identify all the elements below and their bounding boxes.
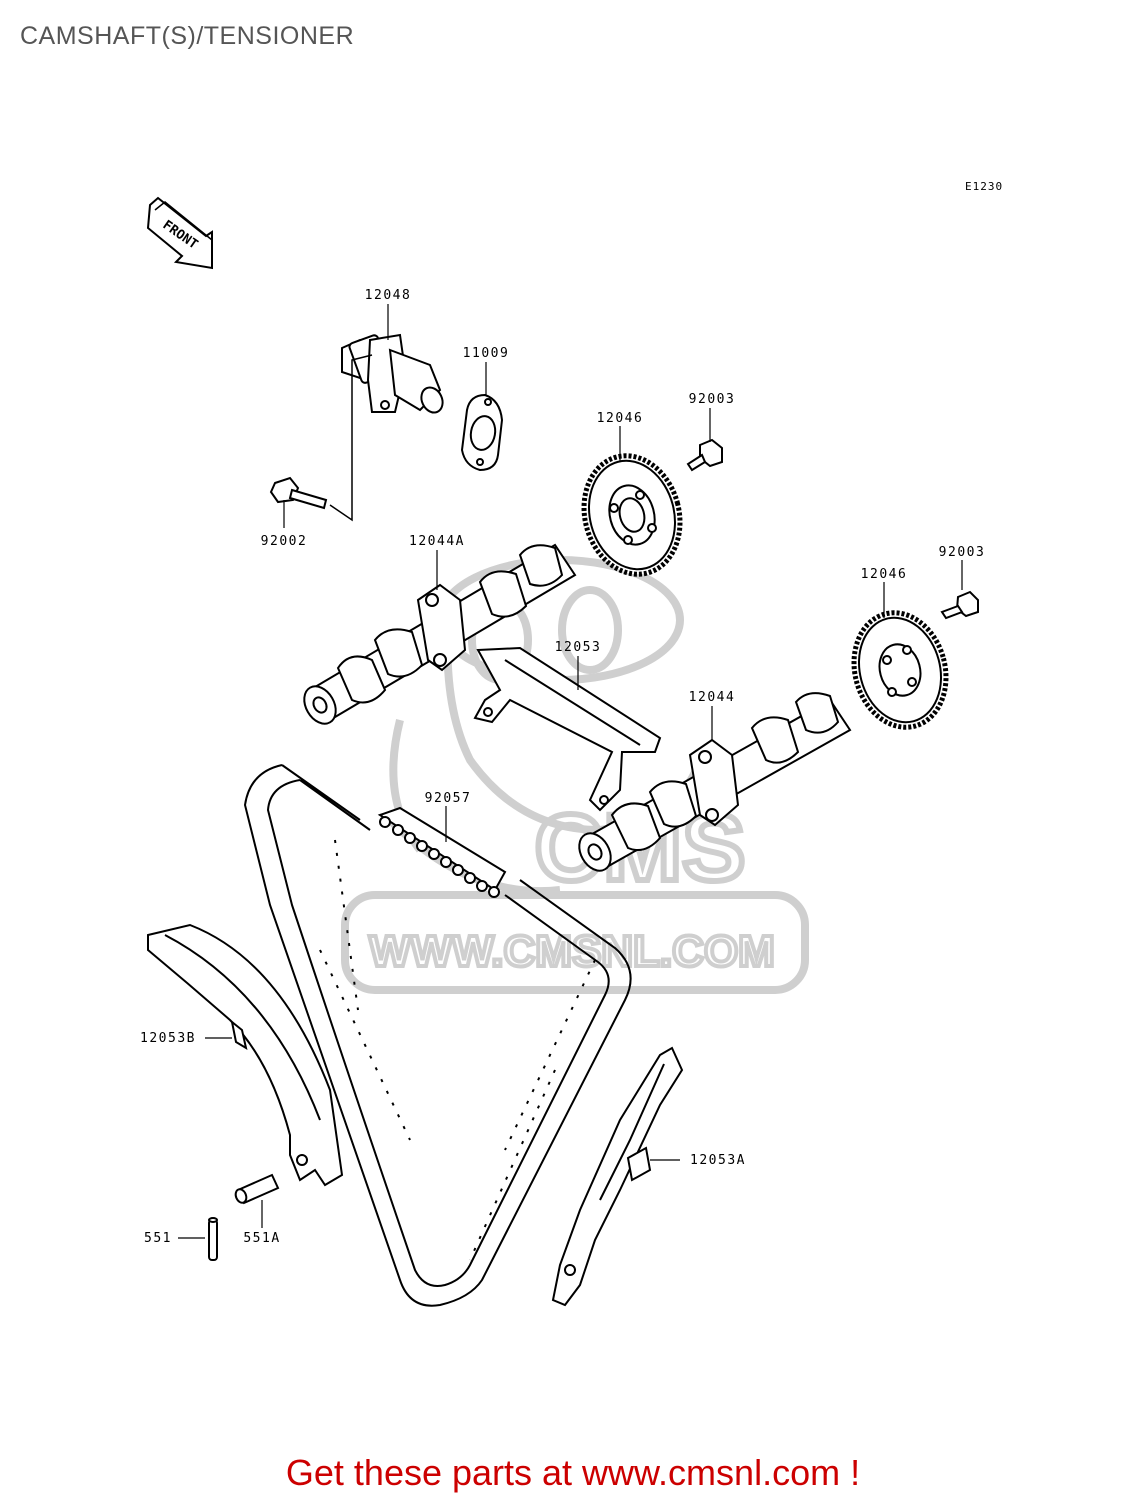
sprocket-bolt-lower xyxy=(940,590,979,620)
label-12048: 12048 xyxy=(365,288,412,303)
label-12046-upper: 12046 xyxy=(597,411,644,426)
label-92057: 92057 xyxy=(425,791,472,806)
front-chain-guide xyxy=(551,1046,684,1307)
front-arrow-icon: FRONT xyxy=(146,196,213,270)
label-551: 551 xyxy=(144,1231,172,1246)
label-92003-upper: 92003 xyxy=(689,392,736,407)
page-title: CAMSHAFT(S)/TENSIONER xyxy=(20,22,355,50)
watermark-url: WWW.CMSNL.COM xyxy=(369,927,775,976)
label-92003-lower: 92003 xyxy=(939,545,986,560)
camshaft-intake xyxy=(303,543,577,725)
get-parts-link[interactable]: Get these parts at www.cmsnl.com ! xyxy=(285,1452,861,1493)
label-11009: 11009 xyxy=(463,346,510,361)
rear-chain-guide xyxy=(147,923,344,1187)
cam-chain-tensioner xyxy=(341,333,444,414)
dowel-pin xyxy=(208,1217,218,1261)
cam-chain xyxy=(243,764,632,1307)
label-12044: 12044 xyxy=(689,690,736,705)
label-12053: 12053 xyxy=(555,640,602,655)
tensioner-gasket xyxy=(460,393,504,472)
tensioner-bolt xyxy=(269,476,328,510)
camshaft-sprocket-upper xyxy=(581,453,683,577)
reference-code: E1230 xyxy=(965,180,1003,193)
cam-chain-link-section xyxy=(377,806,507,898)
camshaft-exhaust xyxy=(578,692,852,872)
label-551A: 551A xyxy=(243,1231,280,1246)
camshaft-sprocket-lower xyxy=(851,610,949,730)
sprocket-bolt-upper xyxy=(686,438,723,472)
label-12044A: 12044A xyxy=(409,534,465,549)
label-12046-lower: 12046 xyxy=(861,567,908,582)
upper-chain-guide xyxy=(473,646,662,812)
label-12053A: 12053A xyxy=(690,1153,746,1168)
label-12053B: 12053B xyxy=(140,1031,196,1046)
leader-lines xyxy=(178,304,963,1239)
tensioner-bolt-guide xyxy=(329,354,373,522)
guide-pin xyxy=(234,1173,280,1205)
label-92002: 92002 xyxy=(261,534,308,549)
